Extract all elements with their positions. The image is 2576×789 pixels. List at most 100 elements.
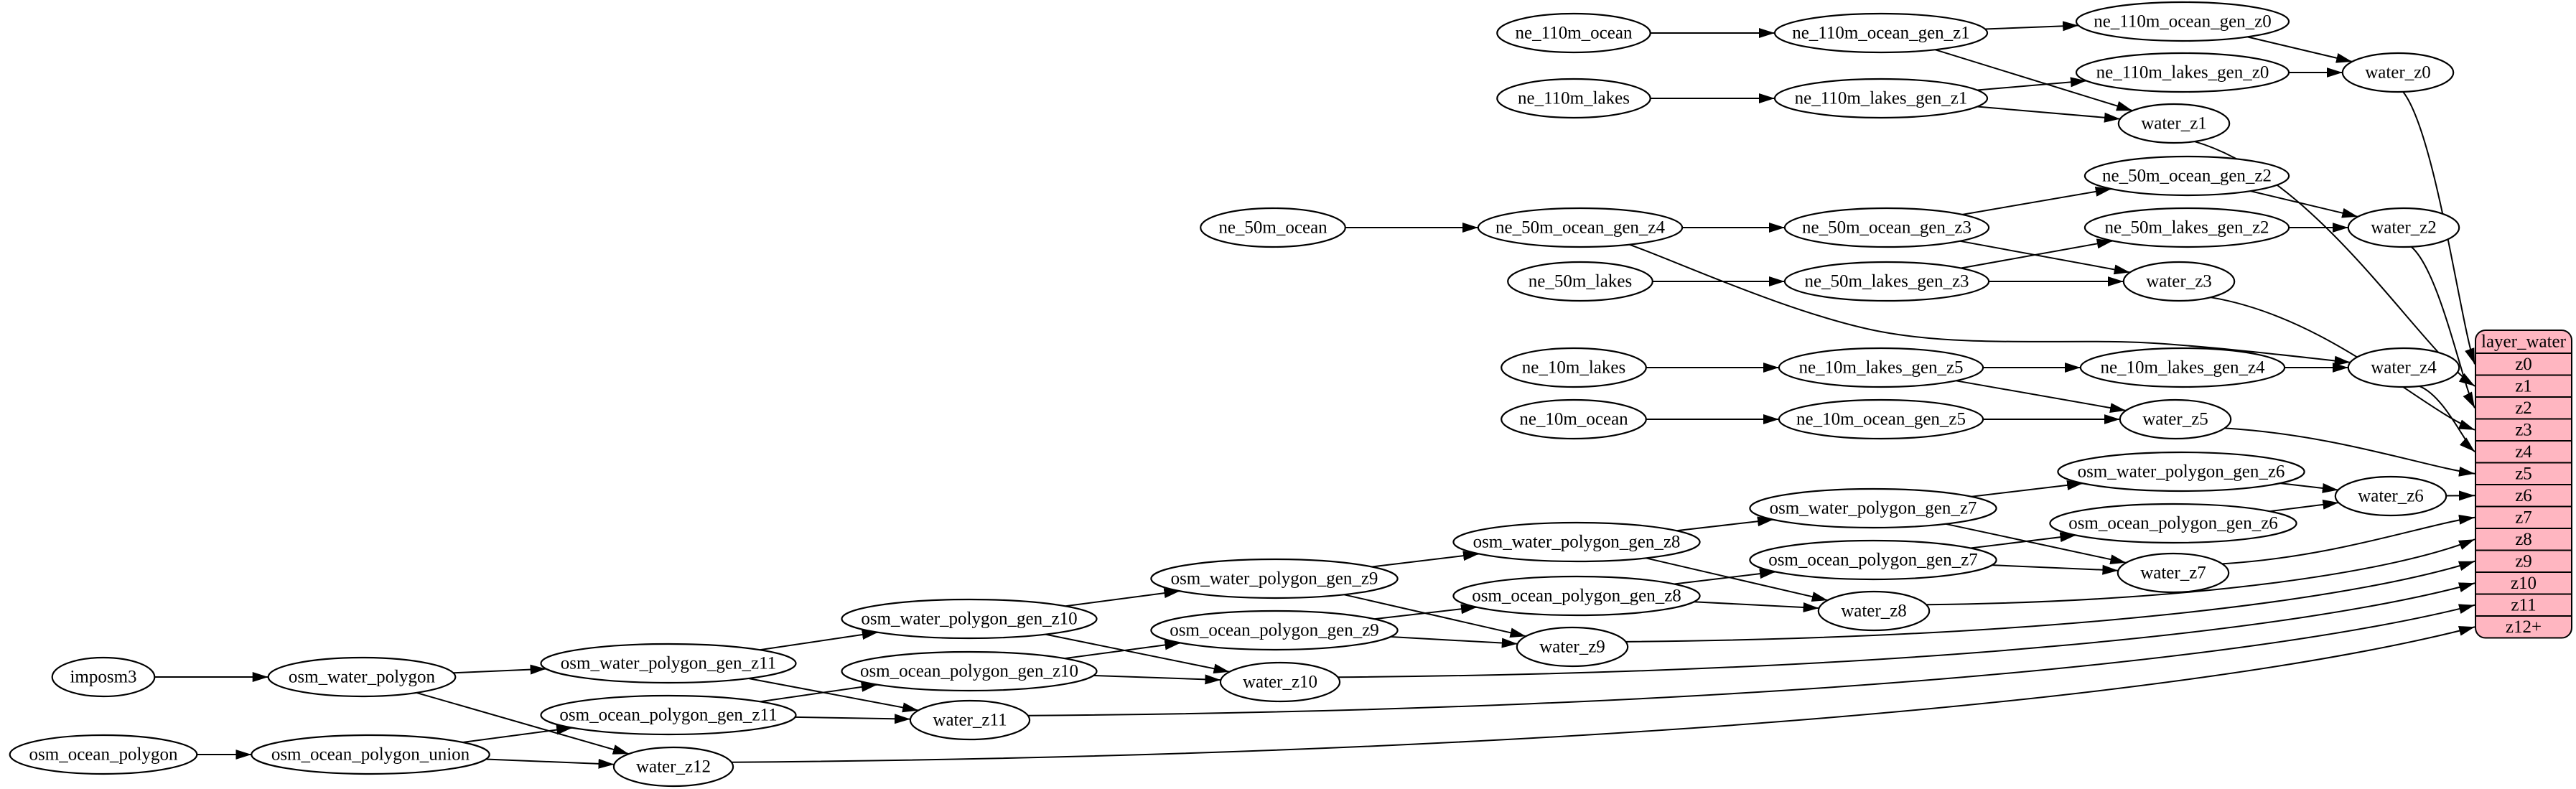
edge-ne_50m_lakes_gen_z3-to-ne_50m_lakes_gen_z2 — [1961, 238, 2113, 269]
edge-water_z5-to-layer_water-z5 — [2224, 427, 2475, 477]
node-label-ne_10m_ocean_gen_z5: ne_10m_ocean_gen_z5 — [1796, 410, 1966, 429]
node-osm_water_polygon_gen_z7: osm_water_polygon_gen_z7 — [1749, 487, 1997, 529]
node-osm_ocean_polygon_gen_z10: osm_ocean_polygon_gen_z10 — [841, 650, 1098, 692]
node-label-osm_water_polygon_gen_z6: osm_water_polygon_gen_z6 — [2078, 462, 2285, 482]
table-header-layer_water: layer_water — [2481, 332, 2567, 352]
node-label-osm_ocean_polygon: osm_ocean_polygon — [29, 745, 178, 765]
edge-osm_water_polygon_gen_z6-to-water_z6 — [2279, 482, 2338, 493]
edge-osm_water_polygon_gen_z9-to-water_z9 — [1343, 594, 1526, 638]
node-label-ne_110m_ocean_gen_z1: ne_110m_ocean_gen_z1 — [1792, 24, 1970, 43]
node-ellipse-ne_10m_lakes_gen_z5 — [1778, 347, 1984, 388]
node-water_z11: water_z11 — [909, 699, 1031, 741]
edge-water_z8-to-layer_water-z8 — [1926, 538, 2475, 606]
node-ne_50m_ocean_gen_z4: ne_50m_ocean_gen_z4 — [1477, 207, 1684, 248]
node-water_z4: water_z4 — [2347, 347, 2460, 388]
node-water_z3: water_z3 — [2122, 261, 2236, 302]
edge-water_z4-to-layer_water-z4 — [2419, 385, 2475, 452]
node-label-osm_water_polygon_gen_z7: osm_water_polygon_gen_z7 — [1770, 499, 1977, 518]
node-osm_ocean_polygon_gen_z6: osm_ocean_polygon_gen_z6 — [2049, 503, 2297, 544]
node-label-osm_water_polygon_gen_z8: osm_water_polygon_gen_z8 — [1473, 533, 1681, 552]
edge-water_z2-to-layer_water-z2 — [2410, 246, 2475, 408]
edge-ne_110m_ocean_gen_z1-to-water_z1 — [1935, 49, 2133, 112]
table-layer_water: layer_waterz0z1z2z3z4z5z6z7z8z9z10z11z12… — [2475, 330, 2572, 639]
node-ellipse-ne_110m_ocean_gen_z1 — [1773, 12, 1989, 54]
edge-osm_water_polygon_gen_z9-to-osm_water_polygon_gen_z8 — [1371, 551, 1480, 568]
node-osm_water_polygon_gen_z9: osm_water_polygon_gen_z9 — [1150, 558, 1399, 599]
edge-ne_10m_lakes_gen_z5-to-water_z5 — [1956, 380, 2127, 413]
node-ne_110m_lakes_gen_z0: ne_110m_lakes_gen_z0 — [2075, 52, 2290, 93]
edge-ne_50m_ocean_gen_z3-to-water_z3 — [1959, 240, 2130, 275]
node-ne_50m_ocean: ne_50m_ocean — [1200, 207, 1346, 248]
node-label-ne_50m_ocean_gen_z3: ne_50m_ocean_gen_z3 — [1802, 218, 1971, 238]
node-label-osm_water_polygon: osm_water_polygon — [289, 668, 436, 687]
node-label-water_z10: water_z10 — [1243, 673, 1317, 692]
node-ellipse-water_z6 — [2334, 475, 2447, 517]
node-ellipse-ne_10m_ocean — [1501, 398, 1647, 440]
node-ellipse-osm_ocean_polygon_gen_z7 — [1749, 539, 1997, 581]
table-row-z1: z1 — [2515, 376, 2532, 396]
node-ellipse-ne_110m_ocean_gen_z0 — [2075, 1, 2290, 42]
edge-osm_ocean_polygon_gen_z10-to-water_z10 — [1093, 674, 1221, 685]
node-label-water_z7: water_z7 — [2140, 564, 2206, 583]
node-water_z8: water_z8 — [1817, 590, 1931, 632]
edge-osm_ocean_polygon_union-to-water_z12 — [485, 758, 615, 769]
node-ellipse-ne_10m_lakes — [1501, 347, 1647, 388]
edge-water_z10-to-layer_water-z10 — [1338, 582, 2475, 678]
table-row-z6: z6 — [2515, 486, 2532, 505]
node-label-ne_10m_lakes_gen_z5: ne_10m_lakes_gen_z5 — [1798, 358, 1963, 378]
node-ellipse-osm_water_polygon_gen_z11 — [540, 643, 797, 684]
node-ellipse-water_z4 — [2347, 347, 2460, 388]
node-osm_ocean_polygon_gen_z8: osm_ocean_polygon_gen_z8 — [1452, 575, 1701, 617]
node-ellipse-osm_water_polygon_gen_z7 — [1749, 487, 1997, 529]
node-water_z2: water_z2 — [2347, 207, 2460, 248]
edges-layer — [154, 21, 2475, 769]
node-label-osm_ocean_polygon_gen_z8: osm_ocean_polygon_gen_z8 — [1472, 587, 1681, 606]
node-ellipse-osm_water_polygon_gen_z10 — [841, 598, 1098, 640]
edge-osm_ocean_polygon_gen_z8-to-water_z8 — [1694, 601, 1819, 612]
node-osm_ocean_polygon_gen_z9: osm_ocean_polygon_gen_z9 — [1150, 610, 1399, 651]
edge-osm_water_polygon-to-water_z12 — [416, 691, 630, 755]
edge-osm_ocean_polygon_union-to-osm_ocean_polygon_gen_z11 — [462, 724, 573, 743]
node-ellipse-water_z1 — [2117, 103, 2231, 144]
node-ellipse-ne_110m_lakes — [1496, 78, 1651, 119]
edge-osm_water_polygon_gen_z7-to-water_z7 — [1945, 523, 2127, 565]
edge-osm_water_polygon_gen_z10-to-water_z10 — [1045, 633, 1230, 674]
node-ne_50m_lakes_gen_z2: ne_50m_lakes_gen_z2 — [2083, 207, 2290, 248]
node-ne_50m_lakes_gen_z3: ne_50m_lakes_gen_z3 — [1783, 261, 1990, 302]
node-label-osm_ocean_polygon_gen_z11: osm_ocean_polygon_gen_z11 — [559, 706, 777, 725]
edge-osm_water_polygon_gen_z11-to-osm_water_polygon_gen_z10 — [760, 630, 878, 651]
node-ne_110m_ocean_gen_z0: ne_110m_ocean_gen_z0 — [2075, 1, 2290, 42]
node-label-water_z1: water_z1 — [2141, 114, 2207, 134]
node-label-ne_10m_lakes_gen_z4: ne_10m_lakes_gen_z4 — [2100, 358, 2265, 378]
edge-ne_50m_ocean_gen_z2-to-water_z2 — [2250, 190, 2358, 218]
edge-osm_ocean_polygon_gen_z10-to-osm_ocean_polygon_gen_z9 — [1064, 640, 1181, 660]
node-imposm3: imposm3 — [51, 656, 156, 698]
node-osm_water_polygon_gen_z11: osm_water_polygon_gen_z11 — [540, 643, 797, 684]
node-osm_water_polygon_gen_z10: osm_water_polygon_gen_z10 — [841, 598, 1098, 640]
node-water_z0: water_z0 — [2341, 52, 2455, 93]
edge-ne_50m_ocean_gen_z3-to-ne_50m_ocean_gen_z2 — [1962, 186, 2111, 215]
edge-osm_ocean_polygon_gen_z11-to-osm_ocean_polygon_gen_z10 — [760, 681, 877, 703]
node-label-water_z6: water_z6 — [2358, 487, 2424, 506]
edge-osm_water_polygon_gen_z11-to-water_z11 — [748, 678, 919, 713]
node-label-ne_50m_lakes_gen_z2: ne_50m_lakes_gen_z2 — [2104, 218, 2269, 238]
edge-osm_ocean_polygon_gen_z6-to-water_z6 — [2269, 499, 2339, 513]
node-label-osm_ocean_polygon_gen_z7: osm_ocean_polygon_gen_z7 — [1768, 551, 1978, 570]
node-water_z9: water_z9 — [1516, 626, 1629, 668]
node-label-ne_110m_lakes_gen_z0: ne_110m_lakes_gen_z0 — [2096, 63, 2269, 83]
node-ellipse-ne_110m_ocean — [1496, 12, 1651, 54]
table-row-z7: z7 — [2515, 508, 2532, 527]
node-ellipse-ne_50m_ocean_gen_z2 — [2083, 155, 2290, 197]
node-label-ne_50m_ocean_gen_z2: ne_50m_ocean_gen_z2 — [2102, 167, 2272, 186]
node-ellipse-imposm3 — [51, 656, 156, 698]
node-ellipse-water_z9 — [1516, 626, 1629, 668]
node-ellipse-osm_water_polygon_gen_z8 — [1452, 521, 1701, 563]
node-ellipse-water_z2 — [2347, 207, 2460, 248]
edge-water_z12-to-layer_water-z12+ — [731, 625, 2475, 763]
node-label-ne_50m_lakes_gen_z3: ne_50m_lakes_gen_z3 — [1804, 272, 1969, 291]
node-label-water_z0: water_z0 — [2365, 63, 2431, 83]
node-ellipse-osm_water_polygon_gen_z9 — [1150, 558, 1399, 599]
node-ellipse-osm_ocean_polygon_gen_z11 — [540, 694, 797, 736]
